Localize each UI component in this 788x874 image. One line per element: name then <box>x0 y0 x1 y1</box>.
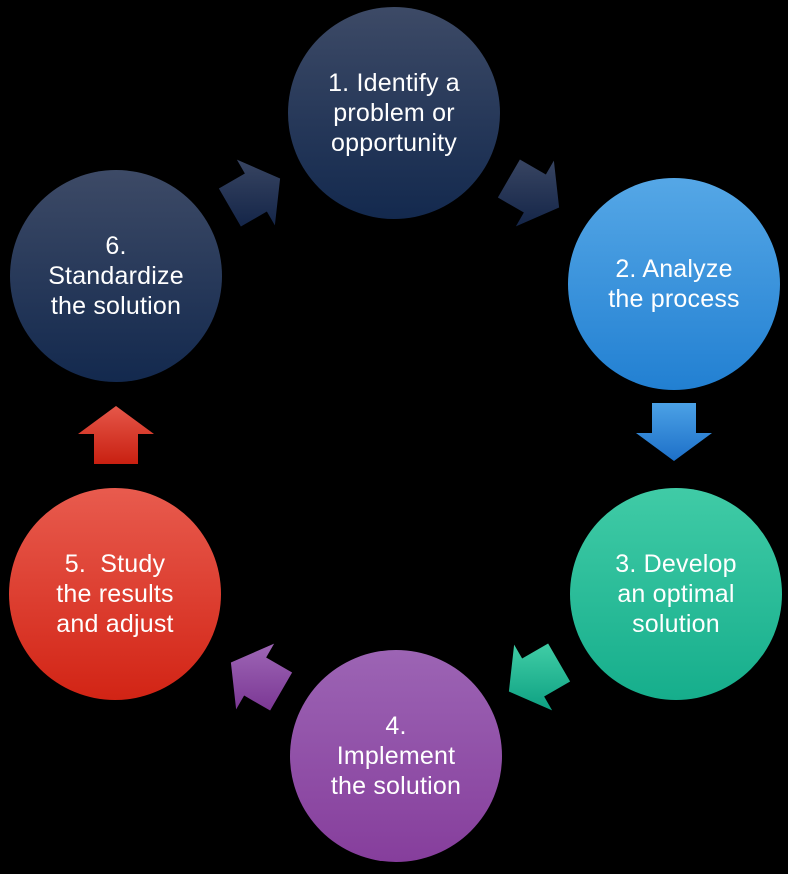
arrow-step6-to-step1 <box>187 125 324 262</box>
step-circle-5: 5. Study the results and adjust <box>9 488 221 700</box>
step-label-5: 5. Study the results and adjust <box>56 550 174 638</box>
step-label-3: 3. Develop an optimal solution <box>615 550 737 638</box>
arrow-step2-to-step3 <box>624 382 724 482</box>
block-arrow-icon <box>636 403 712 461</box>
arrow-step4-to-step5 <box>188 609 325 746</box>
step-label-6: 6. Standardize the solution <box>48 232 184 320</box>
step-circle-3: 3. Develop an optimal solution <box>570 488 782 700</box>
block-arrow-icon <box>497 159 560 227</box>
step-circle-2: 2. Analyze the process <box>568 178 780 390</box>
block-arrow-icon <box>78 406 154 464</box>
arrow-step5-to-step6 <box>66 385 166 485</box>
arrow-step3-to-step4 <box>466 609 603 746</box>
arrow-step1-to-step2 <box>466 125 603 262</box>
step-label-1: 1. Identify a problem or opportunity <box>328 69 460 157</box>
block-arrow-icon <box>508 643 571 711</box>
step-label-4: 4. Implement the solution <box>330 712 462 800</box>
step-label-2: 2. Analyze the process <box>608 255 740 313</box>
block-arrow-icon <box>218 159 281 227</box>
step-circle-1: 1. Identify a problem or opportunity <box>288 7 500 219</box>
step-circle-4: 4. Implement the solution <box>290 650 502 862</box>
step-circle-6: 6. Standardize the solution <box>10 170 222 382</box>
block-arrow-icon <box>230 643 293 711</box>
